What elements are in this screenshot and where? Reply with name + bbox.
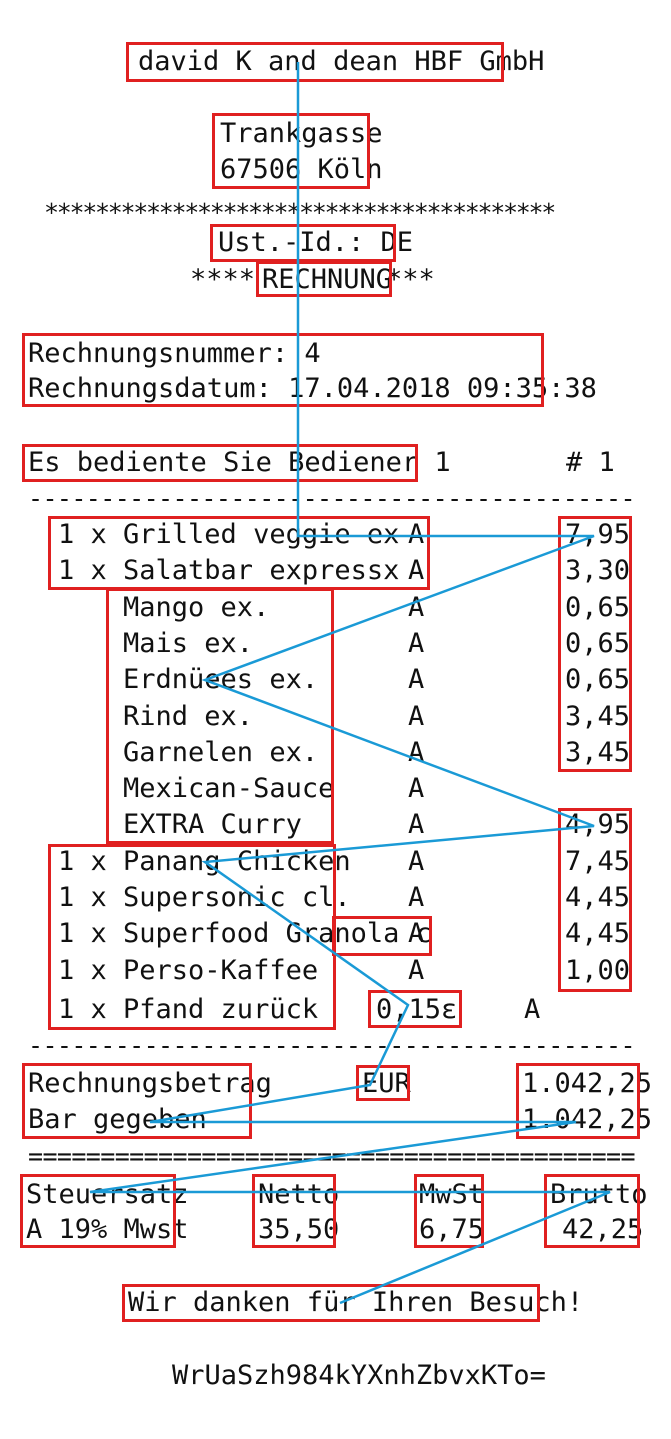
item-tax-code: A xyxy=(408,664,425,695)
server-number: # 1 xyxy=(566,447,615,478)
dash-separator: ----------------------------------------… xyxy=(28,484,636,513)
box-company xyxy=(126,42,504,82)
box-title xyxy=(256,261,392,297)
box-items-1 xyxy=(48,516,430,590)
box-invoice-meta xyxy=(22,333,544,407)
item-tax-code: A xyxy=(408,701,425,732)
box-tax-net xyxy=(252,1174,336,1248)
item-tax-code: A xyxy=(408,773,425,804)
item-tax-code: A xyxy=(408,737,425,768)
box-currency xyxy=(356,1065,410,1101)
item-tax-code: A xyxy=(408,628,425,659)
box-tax-rate xyxy=(20,1174,176,1248)
box-subitems xyxy=(106,588,334,844)
box-tax-gross xyxy=(544,1174,640,1248)
pfand-tax: A xyxy=(524,994,541,1025)
item-tax-code: A xyxy=(408,955,425,986)
box-prices-2 xyxy=(558,808,632,992)
dash-separator-2: ----------------------------------------… xyxy=(28,1031,636,1060)
box-total-labels xyxy=(22,1063,252,1139)
box-items-2 xyxy=(48,844,336,1030)
item-tax-code: A xyxy=(408,592,425,623)
box-granola-tax xyxy=(332,916,432,956)
item-tax-code: A xyxy=(408,882,425,913)
box-vat-id xyxy=(210,224,396,262)
item-tax-code: A xyxy=(408,846,425,877)
box-thank-you xyxy=(122,1284,540,1322)
box-server xyxy=(22,444,418,482)
box-pfand-price xyxy=(368,990,462,1028)
equals-separator: ========================================… xyxy=(28,1142,636,1171)
box-address xyxy=(212,113,370,189)
item-tax-code: A xyxy=(408,809,425,840)
box-total-values xyxy=(516,1063,640,1139)
box-prices-1 xyxy=(558,516,632,772)
title-stars-right: *** xyxy=(386,264,435,295)
receipt-code: WrUaSzh984kYXnhZbvxKTo= xyxy=(172,1360,546,1391)
title-stars-left: **** xyxy=(190,264,256,295)
box-tax-vat xyxy=(414,1174,484,1248)
